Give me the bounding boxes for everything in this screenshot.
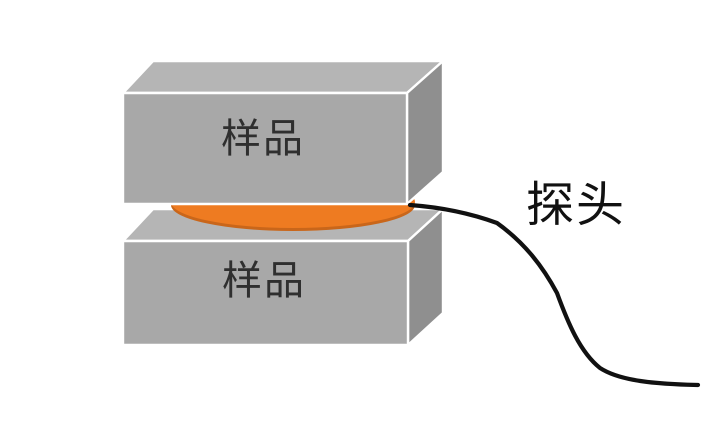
- top-sample-label: 样品: [221, 117, 305, 161]
- probe-wire: [407, 202, 701, 388]
- probe-label: 探头: [525, 179, 626, 232]
- top-box-front-face: [121, 91, 409, 206]
- bottom-sample-label: 样品: [222, 259, 306, 303]
- bottom-box-front-face: [121, 239, 410, 347]
- top-sample-block: [121, 59, 445, 206]
- top-box-top-face: [121, 59, 445, 95]
